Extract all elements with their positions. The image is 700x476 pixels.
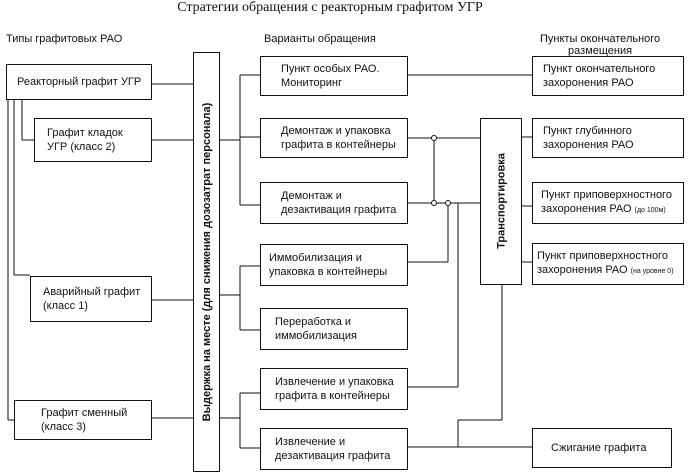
- type-replaceable-line1: Графит сменный: [41, 407, 128, 419]
- header-final-line1: Пункты окончательного: [540, 33, 661, 45]
- final-near100-note: (до 100м): [634, 207, 666, 214]
- type-emergency-box: Аварийный графит (класс 1): [30, 276, 152, 322]
- option-immobilize-pack-line2: упаковка в контейнеры: [269, 266, 388, 278]
- option-extract-decon-line2: дезактивация графита: [275, 450, 391, 462]
- type-masonry-line1: Графит кладок: [47, 127, 123, 139]
- option-immobilize-pack-box: Иммобилизация и упаковка в контейнеры: [260, 244, 408, 286]
- header-final: Пункты окончательного размещения: [540, 33, 660, 57]
- option-extract-pack-line2: графита в контейнеры: [275, 390, 390, 402]
- final-near100-text: захоронения РАО: [541, 203, 632, 215]
- final-disposal-line2: захоронения РАО: [543, 77, 634, 89]
- transport-bar: [480, 118, 522, 285]
- option-dismantle-decon-box: Демонтаж и дезактивация графита: [260, 182, 408, 224]
- option-dismantle-decon-line1: Демонтаж и: [281, 190, 342, 202]
- option-special-line2: Мониторинг: [281, 77, 343, 89]
- final-near0-line2: захоронения РАО (на уровне 0): [537, 263, 674, 279]
- final-disposal-line1: Пункт окончательного: [543, 63, 656, 75]
- option-special-line1: Пункт особых РАО.: [281, 63, 380, 75]
- header-final-line2: размещения: [568, 45, 633, 57]
- final-burn-label: Сжигание графита: [551, 442, 647, 454]
- type-emergency-line2: (класс 1): [43, 300, 88, 312]
- option-dismantle-pack-line1: Демонтаж и упаковка: [281, 125, 391, 137]
- type-ugr-box: Реакторный графит УГР: [6, 64, 152, 100]
- option-dismantle-pack-line2: графита в контейнеры: [281, 139, 396, 151]
- final-near100-line1: Пункт приповерхностного: [541, 189, 672, 201]
- option-extract-decon-box: Извлечение и дезактивация графита: [260, 428, 408, 470]
- option-dismantle-decon-line2: дезактивация графита: [281, 204, 397, 216]
- holding-label: Выдержка на месте (для снижения дозозатр…: [201, 102, 213, 422]
- final-near0-text: захоронения РАО: [537, 264, 628, 276]
- holding-bar: [193, 52, 220, 472]
- type-masonry-line2: УГР (класс 2): [47, 141, 116, 153]
- final-deep-box: Пункт глубинного захоронения РАО: [532, 118, 684, 158]
- type-emergency-line1: Аварийный графит: [43, 286, 141, 298]
- final-deep-line2: захоронения РАО: [543, 139, 634, 151]
- final-disposal-box: Пункт окончательного захоронения РАО: [532, 56, 684, 96]
- final-near100-line2: захоронения РАО (до 100м): [541, 202, 672, 218]
- header-types: Типы графитовых РАО: [6, 33, 123, 45]
- option-extract-decon-line1: Извлечение и: [275, 436, 346, 448]
- final-near0-note: (на уровне 0): [630, 268, 674, 275]
- transport-label: Транспортировка: [495, 153, 508, 249]
- final-near0-line1: Пункт приповерхностного: [537, 250, 668, 262]
- option-immobilize-pack-line1: Иммобилизация и: [269, 252, 362, 264]
- option-dismantle-pack-box: Демонтаж и упаковка графита в контейнеры: [260, 118, 408, 158]
- option-extract-pack-box: Извлечение и упаковка графита в контейнер…: [260, 368, 408, 410]
- type-replaceable-line2: (класс 3): [41, 421, 86, 433]
- type-replaceable-box: Графит сменный (класс 3): [14, 400, 152, 440]
- final-deep-line1: Пункт глубинного: [543, 125, 632, 137]
- option-process-immobilize-line1: Переработка и: [275, 316, 352, 328]
- option-special-box: Пункт особых РАО. Мониторинг: [260, 56, 408, 96]
- option-process-immobilize-box: Переработка и иммобилизация: [260, 308, 408, 350]
- page-title: Стратегии обращения с реакторным графито…: [177, 0, 483, 15]
- final-burn-box: Сжигание графита: [532, 428, 672, 468]
- option-process-immobilize-line2: иммобилизация: [275, 330, 357, 342]
- type-ugr-label: Реакторный графит УГР: [17, 76, 142, 88]
- option-extract-pack-line1: Извлечение и упаковка: [275, 376, 394, 388]
- header-options: Варианты обращения: [264, 33, 376, 45]
